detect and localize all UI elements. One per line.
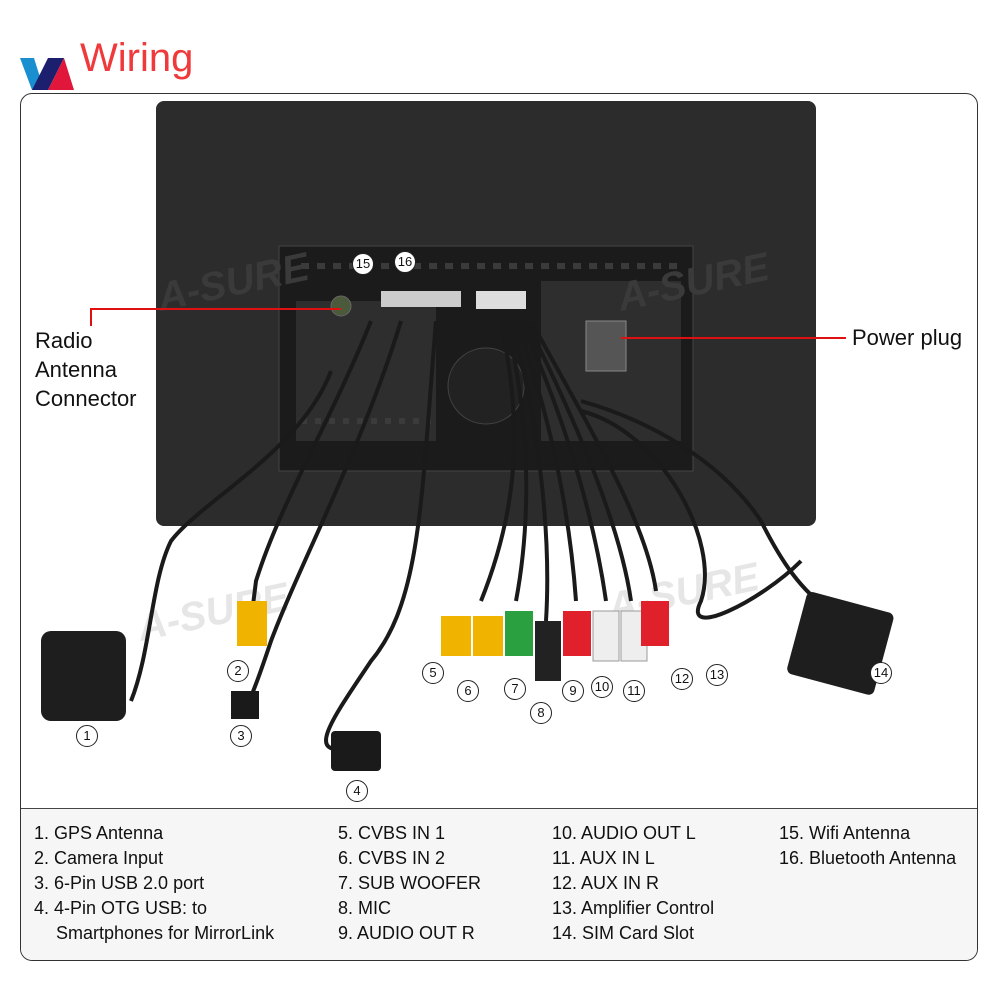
legend-item: 15. Wifi Antenna (779, 823, 911, 843)
legend-item: Smartphones for MirrorLink (56, 923, 275, 943)
legend-item: 9. AUDIO OUT R (338, 923, 475, 943)
marker-15: 15 (352, 253, 374, 275)
legend-item: 10. AUDIO OUT L (552, 823, 696, 843)
page-title: Wiring (80, 36, 194, 80)
legend-item: 8. MIC (338, 898, 392, 918)
marker-3: 3 (230, 725, 252, 747)
legend-item: 3. 6-Pin USB 2.0 port (34, 873, 205, 893)
marker-5: 5 (422, 662, 444, 684)
head-unit-illustration: A-SURE A-SURE A-SURE A-SURE (41, 101, 894, 771)
callout-line: Antenna (35, 357, 117, 382)
legend-column-4: 15. Wifi Antenna 16. Bluetooth Antenna (779, 821, 956, 871)
marker-12: 12 (671, 668, 693, 690)
marker-16: 16 (394, 251, 416, 273)
legend-item: 12. AUX IN R (552, 873, 660, 893)
legend-panel: 1. GPS Antenna 2. Camera Input 3. 6-Pin … (21, 808, 977, 960)
legend-column-1: 1. GPS Antenna 2. Camera Input 3. 6-Pin … (34, 821, 274, 946)
marker-10: 10 (591, 676, 613, 698)
marker-7: 7 (504, 678, 526, 700)
legend-item: 6. CVBS IN 2 (338, 848, 446, 868)
callout-line: Connector (35, 386, 137, 411)
marker-11: 11 (623, 680, 645, 702)
legend-item: 11. AUX IN L (552, 848, 655, 868)
legend-item: 16. Bluetooth Antenna (779, 848, 957, 868)
marker-4: 4 (346, 780, 368, 802)
legend-column-2: 5. CVBS IN 1 6. CVBS IN 2 7. SUB WOOFER … (338, 821, 481, 946)
marker-1: 1 (76, 725, 98, 747)
gps-antenna (41, 631, 126, 721)
legend-column-3: 10. AUDIO OUT L 11. AUX IN L 12. AUX IN … (552, 821, 714, 946)
wiring-diagram-frame: A-SURE A-SURE A-SURE A-SURE (20, 93, 978, 961)
marker-9: 9 (562, 680, 584, 702)
radio-antenna-callout: Radio Antenna Connector (35, 326, 137, 413)
legend-item: 1. GPS Antenna (34, 823, 164, 843)
legend-item: 4. 4-Pin OTG USB: to (34, 898, 208, 918)
power-plug-callout: Power plug (852, 325, 963, 350)
radio-antenna-leader-line (90, 308, 341, 326)
marker-2: 2 (227, 660, 249, 682)
legend-item: 13. Amplifier Control (552, 898, 715, 918)
marker-8: 8 (530, 702, 552, 724)
callout-line: Radio (35, 328, 93, 353)
brand-logo (20, 58, 74, 90)
marker-14: 14 (870, 662, 892, 684)
legend-item: 5. CVBS IN 1 (338, 823, 446, 843)
legend-item: 14. SIM Card Slot (552, 923, 695, 943)
marker-13: 13 (706, 664, 728, 686)
legend-item: 7. SUB WOOFER (338, 873, 482, 893)
legend-item: 2. Camera Input (34, 848, 164, 868)
marker-6: 6 (457, 680, 479, 702)
